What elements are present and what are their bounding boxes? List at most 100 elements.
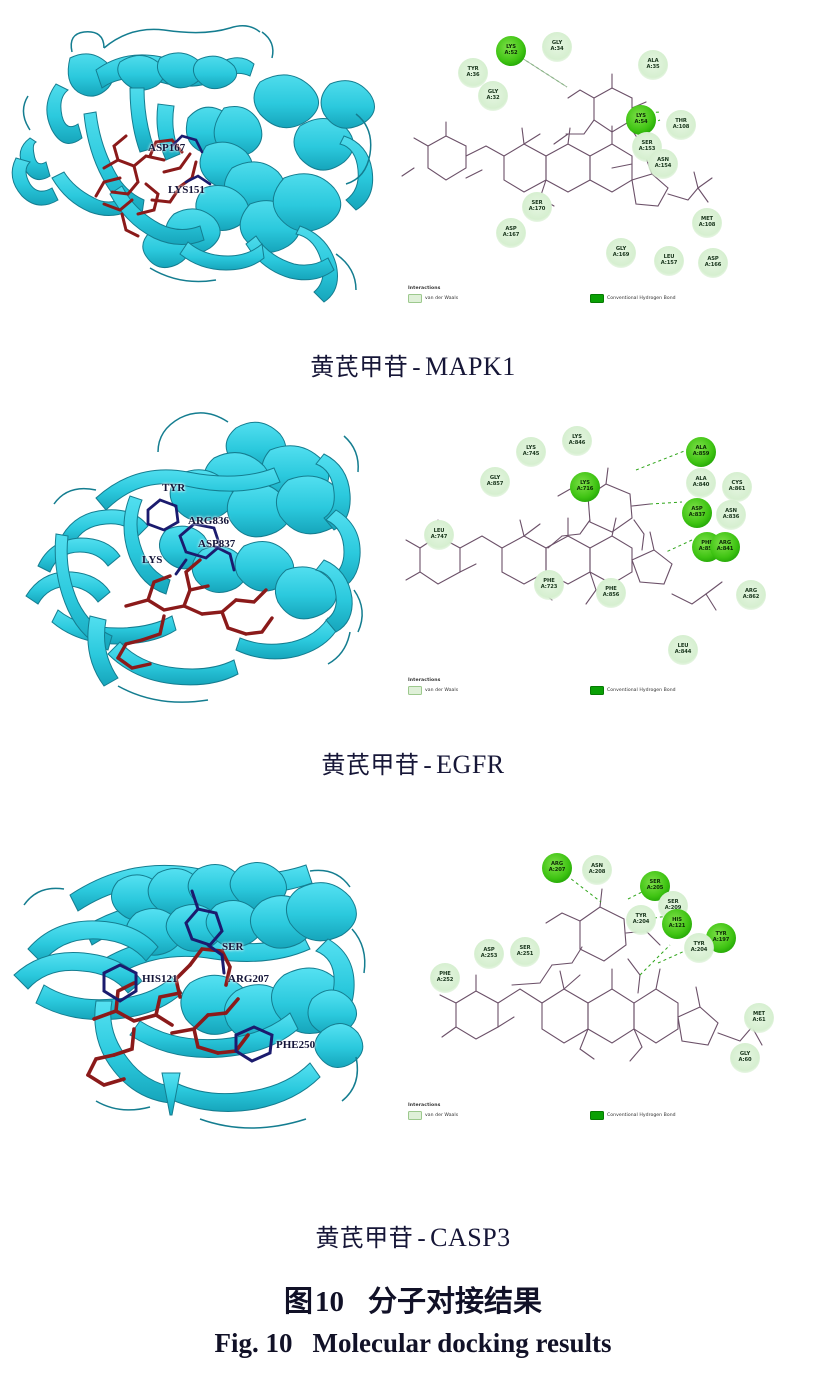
caption-cn-casp3: 黄芪甲苷: [315, 1224, 414, 1252]
interaction-legend: Interactions van der Waals Conventional …: [408, 678, 792, 704]
panel-caption-casp3: 黄芪甲苷-CASP3: [0, 1218, 826, 1253]
figure-label-cn: 图: [283, 1284, 313, 1318]
ligand-sticks: [94, 134, 198, 238]
vdw-swatch-icon: [408, 686, 422, 695]
ligand-sticks: [116, 558, 274, 670]
vdw-swatch-icon: [408, 294, 422, 303]
residue-sticks: [170, 134, 212, 186]
caption-dash: -: [412, 354, 422, 381]
ligand-sticks: [86, 947, 250, 1087]
ligand-2d-structure: [405, 447, 723, 611]
figure-title-en: Molecular docking results: [312, 1328, 612, 1358]
protein-3d-view-egfr: TYR ARG836 ASP837 LYS: [0, 410, 400, 710]
legend-label-vdw: van der Waals: [425, 688, 459, 693]
caption-dash: -: [417, 1225, 427, 1252]
legend-label-vdw: van der Waals: [425, 1113, 459, 1118]
legend-entry-hbond: Conventional Hydrogen Bond: [590, 1111, 676, 1120]
vdw-swatch-icon: [408, 1111, 422, 1120]
caption-dash: -: [423, 752, 433, 779]
docking-panel-egfr: TYR ARG836 ASP837 LYS: [0, 410, 826, 710]
hbond-swatch-icon: [590, 686, 604, 695]
figure-label-en: Fig. 10: [214, 1328, 293, 1358]
figure-title-cn: 分子对接结果: [368, 1284, 543, 1318]
legend-entry-vdw: van der Waals: [408, 686, 458, 695]
interaction-legend: Interactions van der Waals Conventional …: [408, 1103, 792, 1129]
residue-sticks: [146, 498, 236, 576]
panel-caption-mapk1: 黄芪甲苷-MAPK1: [0, 347, 826, 382]
legend-entry-hbond: Conventional Hydrogen Bond: [590, 686, 676, 695]
legend-title: Interactions: [408, 286, 441, 291]
panel-caption-egfr: 黄芪甲苷-EGFR: [0, 745, 826, 780]
figure-number-cn: 10: [315, 1286, 344, 1318]
caption-target-casp3: CASP3: [430, 1223, 511, 1252]
caption-cn-mapk1: 黄芪甲苷: [310, 353, 409, 381]
docking-panel-casp3: SER HIS121 ARG207 PHE250: [0, 835, 826, 1135]
legend-entry-hbond: Conventional Hydrogen Bond: [590, 294, 676, 303]
caption-cn-egfr: 黄芪甲苷: [321, 751, 420, 779]
ribbon-diagram-egfr: [25, 412, 363, 703]
protein-3d-view-mapk1: ASP167 LYS151: [0, 18, 400, 318]
ribbon-diagram-casp3: [13, 862, 366, 1129]
legend-label-hbond: Conventional Hydrogen Bond: [607, 1113, 676, 1118]
figure-caption-en: Fig. 10 Molecular docking results: [0, 1328, 826, 1359]
legend-entry-vdw: van der Waals: [408, 1111, 458, 1120]
protein-3d-view-casp3: SER HIS121 ARG207 PHE250: [0, 835, 400, 1135]
legend-label-vdw: van der Waals: [425, 296, 459, 301]
legend-title: Interactions: [408, 1103, 441, 1108]
hbond-swatch-icon: [590, 1111, 604, 1120]
ribbon-diagram-mapk1: [11, 25, 375, 303]
hbond-swatch-icon: [590, 294, 604, 303]
caption-target-mapk1: MAPK1: [425, 352, 516, 381]
interaction-legend: Interactions van der Waals Conventional …: [408, 286, 792, 312]
residue-sticks: [102, 889, 274, 1063]
caption-target-egfr: EGFR: [436, 750, 505, 779]
legend-entry-vdw: van der Waals: [408, 294, 458, 303]
legend-title: Interactions: [408, 678, 441, 683]
docking-panel-mapk1: ASP167 LYS151: [0, 18, 826, 318]
legend-label-hbond: Conventional Hydrogen Bond: [607, 688, 676, 693]
figure-caption-cn: 图10 分子对接结果: [0, 1278, 826, 1320]
